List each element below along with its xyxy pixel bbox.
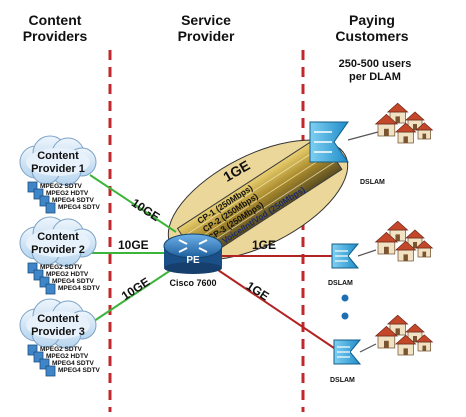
link-label-cp2: 10GE (118, 238, 149, 252)
stream-label: MPEG2 HDTV (46, 353, 89, 360)
router-pe[interactable]: PE (163, 233, 223, 274)
stream-label: MPEG2 SDTV (40, 264, 83, 271)
house-icon (374, 231, 399, 255)
server-icon (45, 365, 56, 377)
dslam-3[interactable]: DSLAM (330, 339, 362, 384)
house-icon (386, 102, 409, 124)
dslam-port-icon (335, 250, 348, 262)
cloud-icon (19, 216, 97, 267)
router-arrows-icon (178, 239, 208, 253)
dslam-2[interactable]: DSLAM (328, 243, 360, 287)
dslam-label: DSLAM (360, 179, 385, 186)
customer-houses-2 (374, 220, 434, 262)
house-icon (374, 325, 399, 349)
ellipsis-dot (341, 294, 349, 302)
server-icon (39, 195, 50, 207)
stream-label: MPEG2 HDTV (46, 190, 89, 197)
router-model: Cisco 7600 (169, 278, 216, 288)
link-dslam-3 (217, 269, 335, 349)
link-cp3 (87, 267, 175, 326)
server-icon (33, 269, 44, 281)
stream-label: MPEG2 SDTV (40, 183, 83, 190)
header-service-provider: Service Provider (150, 12, 262, 44)
link-label-cp1: 10GE (129, 196, 162, 224)
header-line: Customers (335, 28, 409, 44)
house-icon (394, 334, 417, 356)
header-line: Paying (349, 12, 395, 28)
stream-label: MPEG4 SDTV (52, 278, 95, 285)
server-icon (27, 181, 38, 193)
server-icon (27, 344, 38, 356)
dslam-top[interactable]: DSLAM (309, 121, 385, 186)
content-provider-name: Provider 1 (31, 163, 85, 175)
stream-label: MPEG4 SDTV (52, 360, 95, 367)
server-icon (27, 262, 38, 274)
link-label-dslam-3: 1GE (244, 279, 272, 304)
content-provider-name: Provider 2 (31, 244, 85, 256)
server-icon (45, 202, 56, 214)
house-icon (415, 122, 434, 140)
header-line: Service (181, 12, 231, 28)
stream-label: MPEG4 SDTV (58, 204, 101, 211)
link-houses-3 (359, 343, 377, 353)
content-provider-name: Content (37, 150, 79, 162)
cloud-icon (19, 298, 97, 349)
header-paying-customers: Paying Customers (312, 12, 432, 44)
server-icon (45, 283, 56, 295)
dslam-label: DSLAM (328, 280, 353, 287)
stream-label: MPEG2 HDTV (46, 271, 89, 278)
router-label: PE (186, 255, 200, 266)
customer-houses-3 (374, 314, 434, 356)
customer-houses-1 (374, 102, 434, 144)
content-provider-name: Provider 3 (31, 326, 85, 338)
link-label-cp3: 10GE (119, 275, 152, 303)
header-line: Content (28, 12, 82, 28)
stream-label: MPEG4 SDTV (52, 197, 95, 204)
stream-label: MPEG2 SDTV (40, 346, 83, 353)
server-icon (39, 358, 50, 370)
server-icon (33, 188, 44, 200)
house-icon (374, 113, 399, 137)
header-content-providers: Content Providers (0, 12, 110, 44)
dslam-port-icon (337, 346, 350, 358)
users-note-line: per DLAM (349, 71, 401, 83)
content-provider-name: Content (37, 231, 79, 243)
header-line: Provider (177, 28, 235, 44)
house-icon (415, 240, 434, 258)
server-icon (39, 276, 50, 288)
house-icon (415, 334, 434, 352)
link-cp1 (89, 174, 177, 233)
house-icon (394, 122, 417, 144)
stream-label: MPEG4 SDTV (58, 367, 101, 374)
house-icon (394, 240, 417, 262)
link-houses-2 (357, 249, 377, 257)
header-line: Providers (22, 28, 88, 44)
link-label-dslam-2: 1GE (252, 238, 276, 252)
cloud-icon (19, 135, 97, 186)
dslam-port-icon (314, 131, 332, 153)
users-note-line: 250-500 users (339, 58, 412, 70)
link-houses-1 (347, 131, 379, 141)
content-provider-name: Content (37, 313, 79, 325)
ellipsis-dot (341, 312, 349, 320)
server-icon (33, 351, 44, 363)
dslam-label: DSLAM (330, 377, 355, 384)
stream-label: MPEG4 SDTV (58, 285, 101, 292)
